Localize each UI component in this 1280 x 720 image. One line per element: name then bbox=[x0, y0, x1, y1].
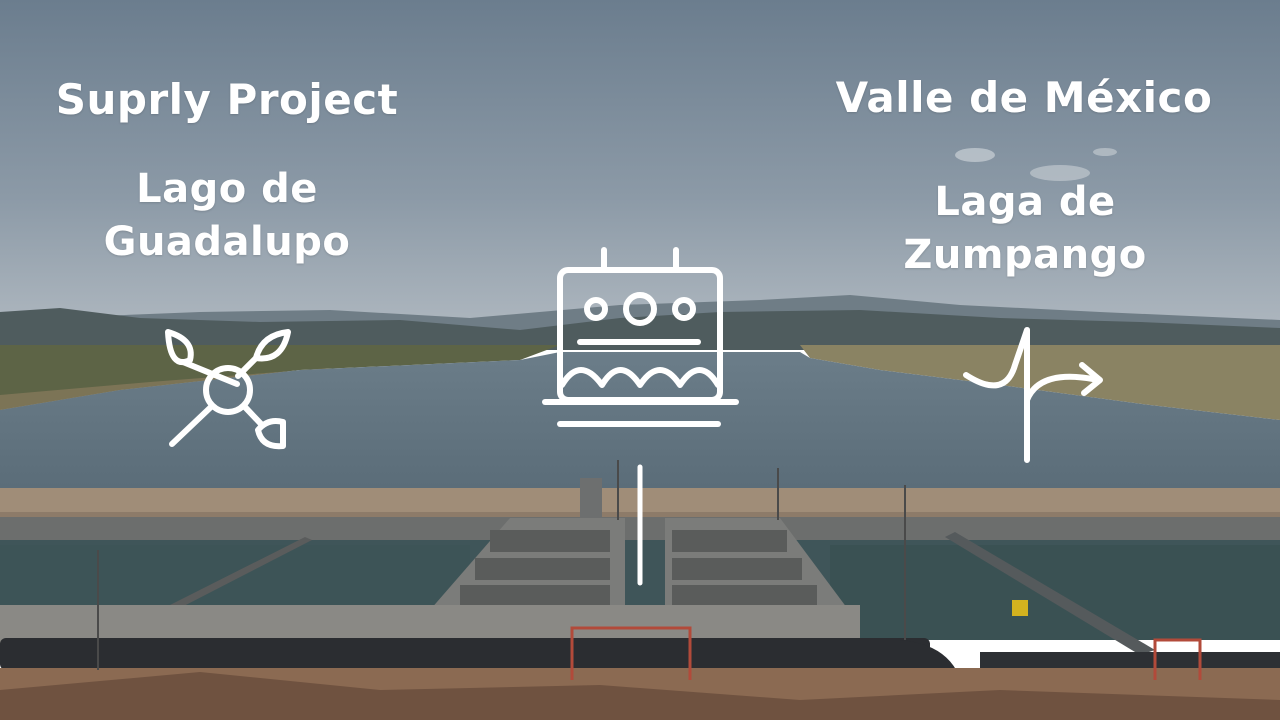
location-line1: Lago de bbox=[136, 166, 318, 212]
near-hills bbox=[0, 308, 1280, 350]
location-line2: Guadalupo bbox=[103, 219, 351, 265]
region-title: Valle de México bbox=[835, 73, 1213, 122]
project-title: Suprly Project bbox=[55, 75, 399, 124]
main-pipe bbox=[0, 638, 930, 670]
left-shore bbox=[0, 345, 560, 410]
sky bbox=[0, 0, 1280, 330]
left-location: Lago de Guadalupo bbox=[27, 163, 427, 269]
flow-split-arrow-icon bbox=[963, 327, 1103, 463]
location-line1: Laga de bbox=[934, 179, 1116, 225]
left-caption-block: Suprly Project bbox=[27, 73, 427, 126]
right-location: Laga de Zumpango bbox=[825, 176, 1225, 282]
water-treatment-tank-icon bbox=[542, 247, 739, 427]
location-line2: Zumpango bbox=[903, 232, 1147, 278]
region-caption-block: Valle de México bbox=[824, 71, 1224, 124]
plant-molecule-icon bbox=[165, 329, 291, 450]
